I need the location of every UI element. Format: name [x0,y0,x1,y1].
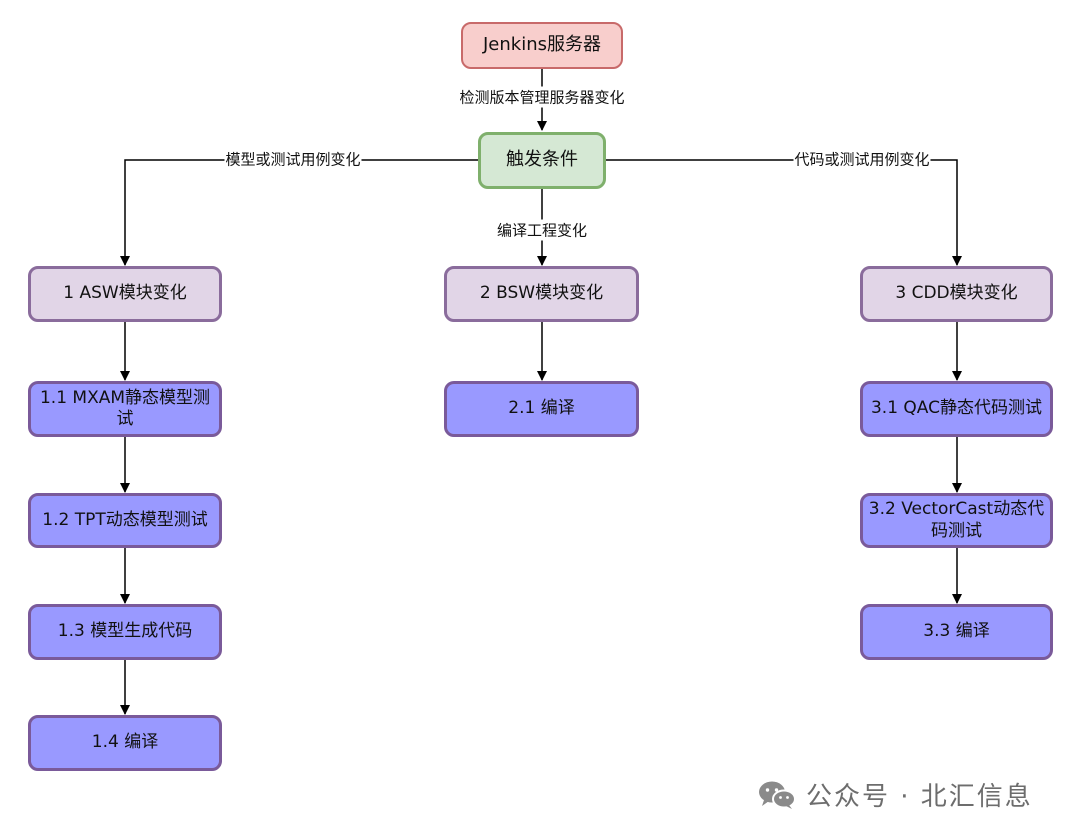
wechat-icon [759,781,796,809]
edge-label-to-asw: 模型或测试用例变化 [224,148,362,170]
edge-trigger-asw [120,159,478,266]
trigger-condition-node: 触发条件 [478,132,606,189]
step-3-3-node: 3.3 编译 [860,604,1053,660]
step-3-2-node: 3.2 VectorCast动态代码测试 [860,493,1053,548]
watermark-text: 公众号 · 北汇信息 [806,782,1033,812]
step-1-1-node: 1.1 MXAM静态模型测试 [28,381,222,437]
step-1-3-node: 1.3 模型生成代码 [28,604,222,660]
jenkins-server-node: Jenkins服务器 [461,22,623,69]
cdd-module-node: 3 CDD模块变化 [860,266,1053,322]
step-1-4-node: 1.4 编译 [28,715,222,771]
bsw-module-node: 2 BSW模块变化 [444,266,639,322]
step-2-1-node: 2.1 编译 [444,381,639,437]
watermark: 公众号 · 北汇信息 [758,776,1033,813]
edge-label-server-trigger: 检测版本管理服务器变化 [458,86,626,108]
step-3-1-node: 3.1 QAC静态代码测试 [860,381,1053,437]
asw-module-node: 1 ASW模块变化 [28,266,222,322]
edge-label-to-cdd: 代码或测试用例变化 [793,148,931,170]
edge-label-to-bsw: 编译工程变化 [495,219,589,241]
edge-trigger-cdd [606,159,962,266]
step-1-2-node: 1.2 TPT动态模型测试 [28,493,222,548]
